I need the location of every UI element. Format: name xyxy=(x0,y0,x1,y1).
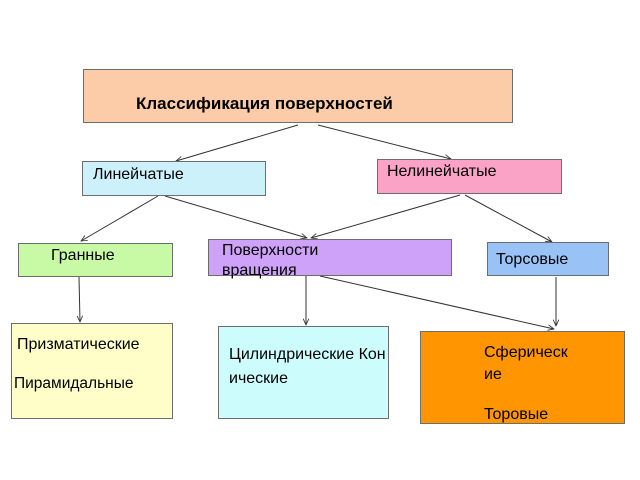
cylindrical-box: Цилиндрические Конические xyxy=(218,326,389,419)
arrow-nonlinear-to-torse xyxy=(464,194,552,242)
prismatic-box: Призматические Пирамидальные xyxy=(11,323,173,419)
nonlinear-label: Нелинейчатые xyxy=(387,163,497,180)
nonlinear-box: Нелинейчатые xyxy=(377,159,562,194)
rotation-label: Поверхности вращения xyxy=(222,242,319,279)
arrow-title-to-nonlinear xyxy=(317,124,451,159)
faceted-label: Гранные xyxy=(51,247,115,264)
torus-label: Торовые xyxy=(484,406,549,423)
arrow-faceted-to-prismatic xyxy=(79,276,80,322)
faceted-box: Гранные xyxy=(18,243,173,277)
arrow-title-to-linear xyxy=(176,124,299,161)
pyramidal-label: Пирамидальные xyxy=(14,375,134,392)
torse-label: Торсовые xyxy=(496,251,569,268)
arrow-linear-to-faceted xyxy=(81,195,159,241)
spherical-label: Сферические xyxy=(484,344,568,383)
title-label: Классификация поверхностей xyxy=(136,94,393,113)
spherical-box: Сферические Торовые xyxy=(420,331,625,424)
cylindrical-label: Цилиндрические Конические xyxy=(229,346,386,387)
linear-label: Линейчатые xyxy=(93,166,184,183)
arrow-linear-to-rotation xyxy=(164,195,307,238)
torse-box: Торсовые xyxy=(487,242,609,276)
rotation-box: Поверхности вращения xyxy=(208,239,452,279)
arrow-nonlinear-to-rotation xyxy=(311,194,461,238)
prismatic-label: Призматические xyxy=(17,336,140,353)
arrow-rotation-to-spherical xyxy=(319,275,554,329)
title-box: Классификация поверхностей xyxy=(83,69,513,123)
linear-box: Линейчатые xyxy=(82,161,266,196)
